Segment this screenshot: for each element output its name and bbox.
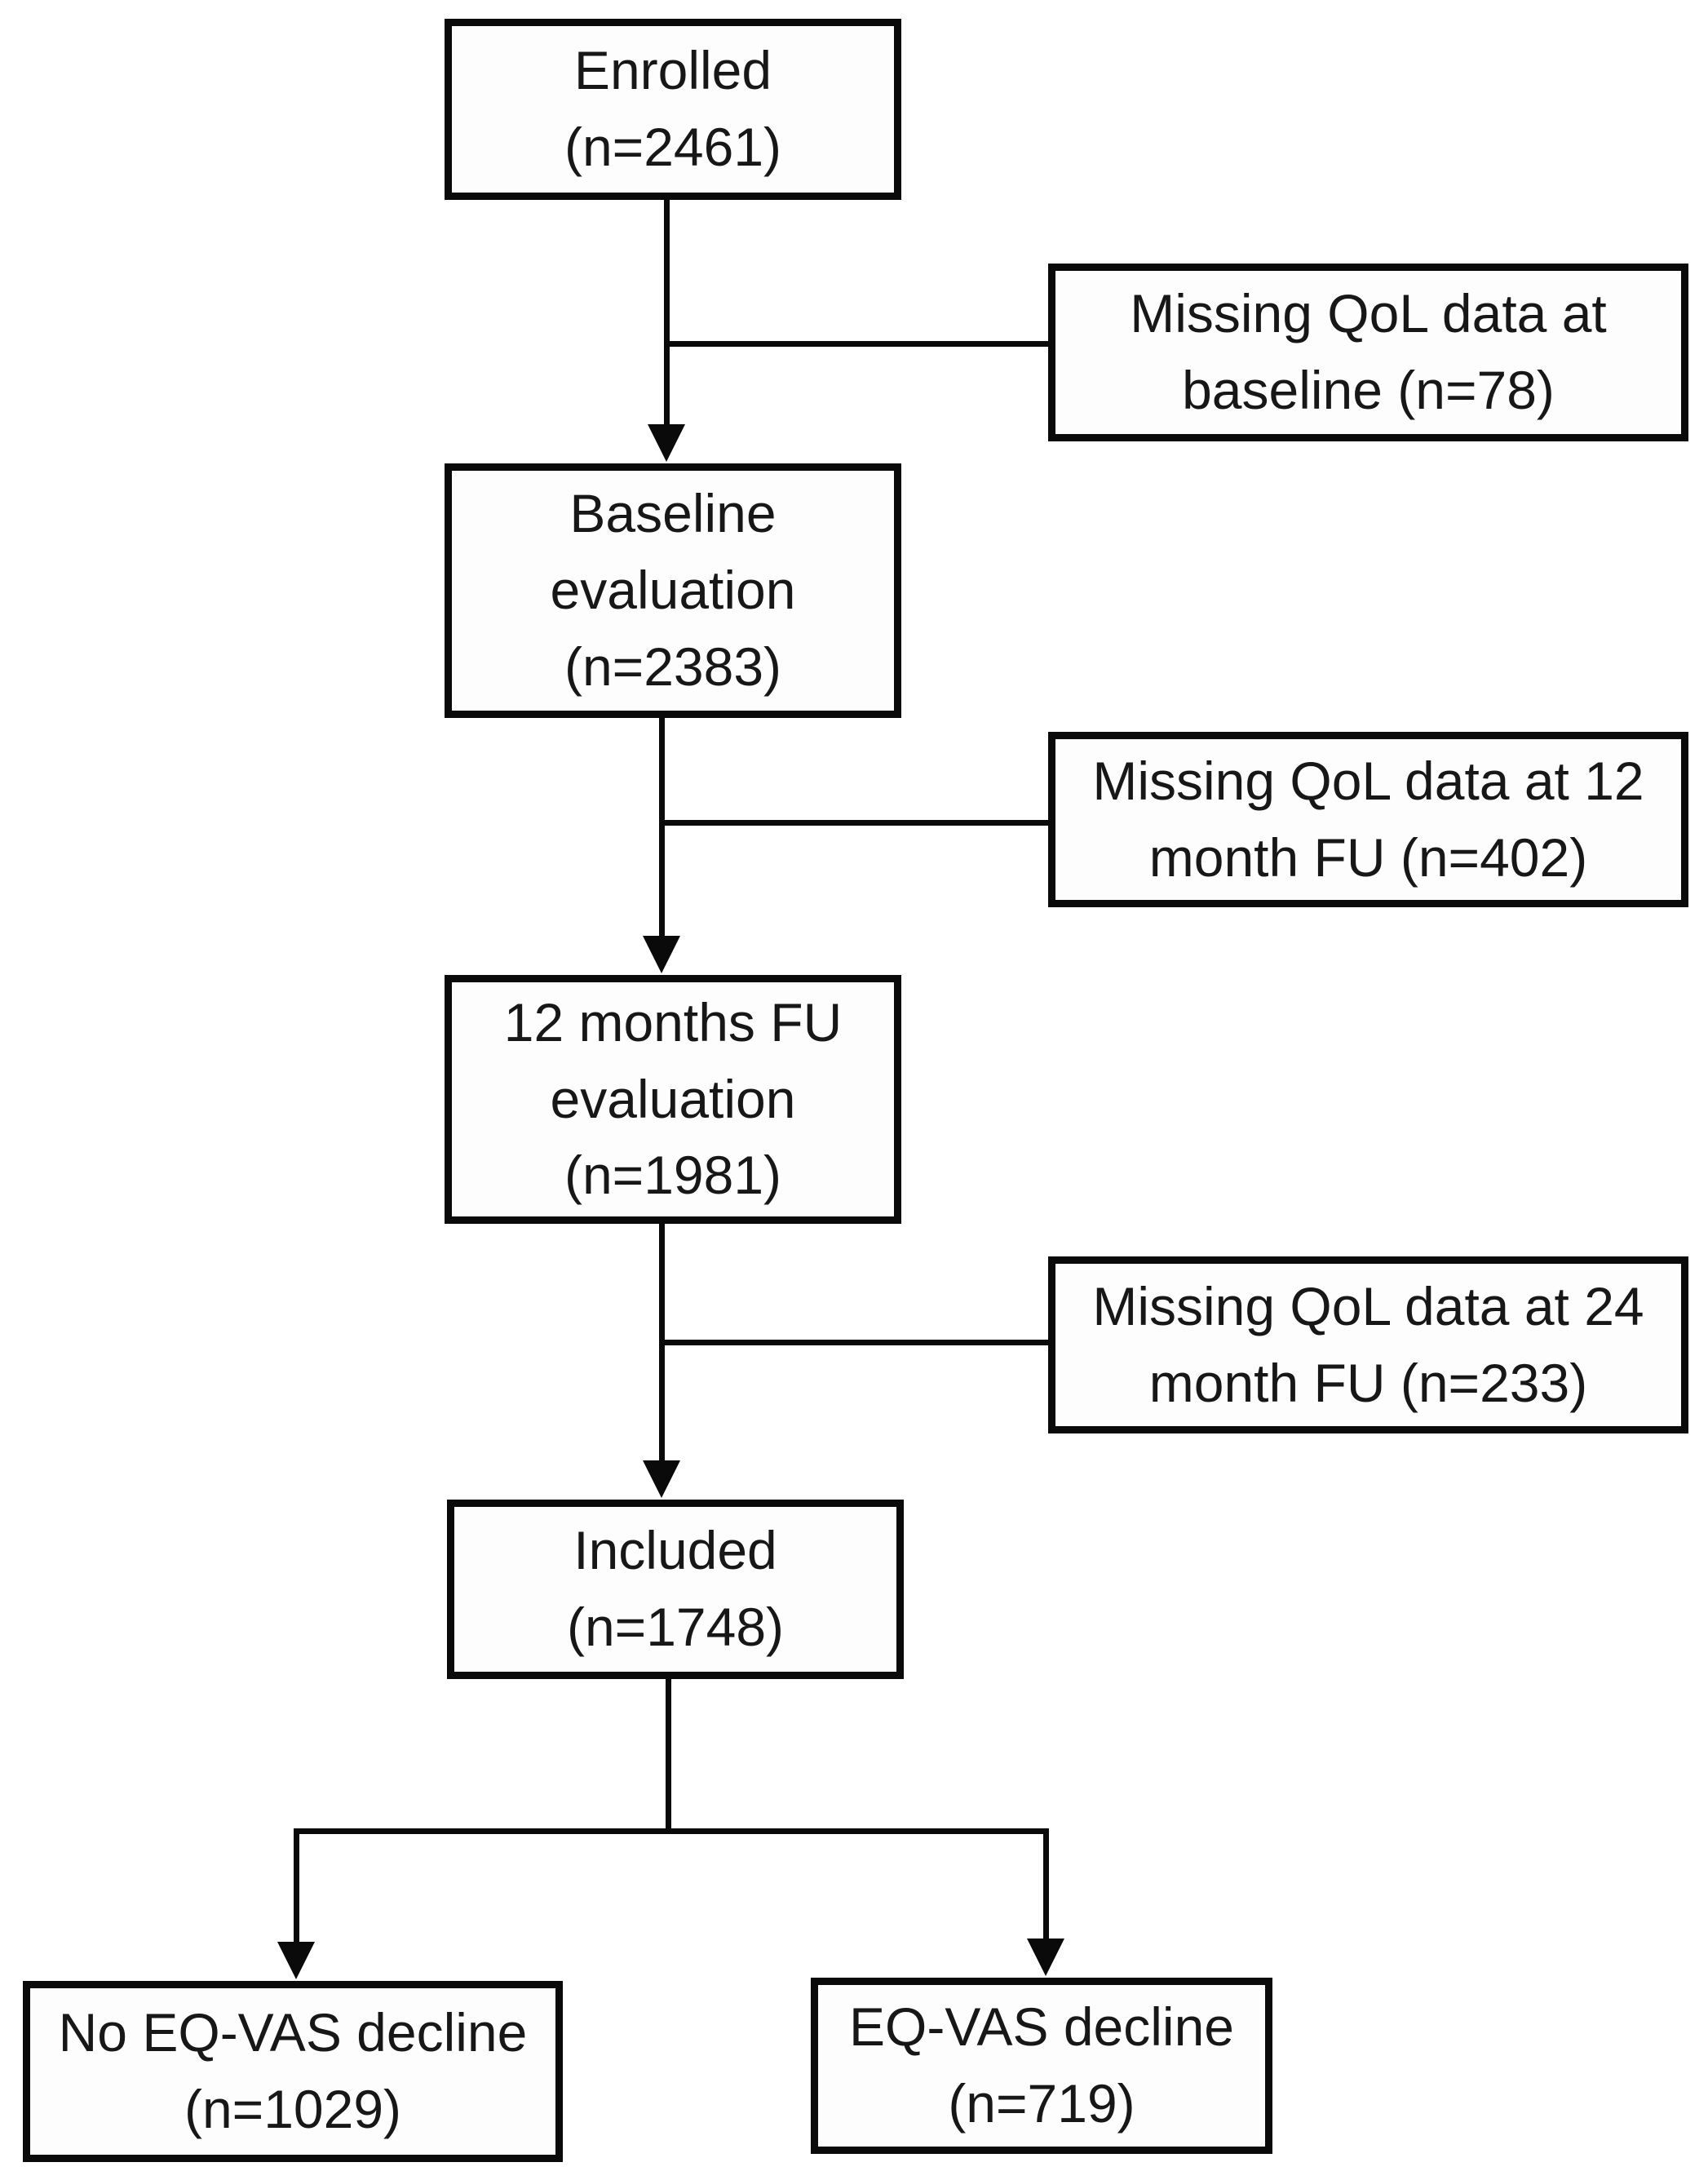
- connector-fu12-to-included: [659, 1222, 665, 1469]
- connector-enrolled-to-baseline: [664, 198, 670, 432]
- connector-branch-missing-24: [662, 1340, 1048, 1345]
- box-text-line: baseline (n=78): [1182, 360, 1555, 420]
- box-text-line: (n=2383): [564, 636, 782, 697]
- box-text-line: EQ-VAS decline: [849, 1996, 1234, 2058]
- box-text-line: (n=1981): [564, 1145, 782, 1206]
- flow-box-included: Included (n=1748): [447, 1500, 904, 1679]
- box-text-line: month FU (n=233): [1148, 1352, 1588, 1413]
- connector-branch-missing-12: [662, 820, 1048, 826]
- box-text-line: Missing QoL data at 24: [1092, 1275, 1644, 1336]
- flow-box-missing-qol-24-month: Missing QoL data at 24 month FU (n=233): [1048, 1256, 1688, 1433]
- flow-box-baseline-evaluation: Baseline evaluation (n=2383): [445, 463, 901, 718]
- box-text-line: evaluation: [550, 560, 796, 621]
- box-text-line: Baseline: [569, 483, 777, 544]
- connector-included-to-split: [666, 1677, 671, 1834]
- flow-box-no-eq-vas-decline: No EQ-VAS decline (n=1029): [23, 1981, 563, 2162]
- arrowhead-down-icon: [277, 1942, 315, 1979]
- box-text-line: (n=1029): [184, 2079, 402, 2139]
- connector-split-to-no-decline: [294, 1828, 299, 1948]
- box-text-line: (n=2461): [564, 117, 782, 177]
- connector-baseline-to-fu12: [659, 716, 665, 942]
- arrowhead-down-icon: [643, 936, 680, 973]
- flow-box-eq-vas-decline: EQ-VAS decline (n=719): [811, 1978, 1272, 2154]
- box-text-line: Missing QoL data at 12: [1092, 750, 1644, 811]
- box-text-line: (n=1748): [566, 1597, 785, 1657]
- arrowhead-down-icon: [1027, 1939, 1064, 1976]
- flow-box-missing-qol-12-month: Missing QoL data at 12 month FU (n=402): [1048, 732, 1688, 907]
- box-text-line: (n=719): [948, 2073, 1135, 2133]
- box-text-line: evaluation: [550, 1068, 796, 1129]
- box-text-line: No EQ-VAS decline: [58, 2002, 528, 2063]
- arrowhead-down-icon: [643, 1460, 680, 1498]
- box-text-line: Included: [573, 1520, 777, 1581]
- box-text-line: Enrolled: [573, 40, 772, 101]
- connector-branch-missing-baseline: [666, 341, 1048, 347]
- box-text-line: month FU (n=402): [1148, 826, 1588, 888]
- connector-split-bar: [294, 1828, 1049, 1834]
- connector-split-to-decline: [1043, 1828, 1049, 1945]
- arrowhead-down-icon: [648, 424, 685, 462]
- flow-box-12-months-fu-evaluation: 12 months FU evaluation (n=1981): [445, 975, 901, 1224]
- flow-box-enrolled: Enrolled (n=2461): [445, 19, 901, 200]
- box-text-line: 12 months FU: [503, 991, 843, 1052]
- box-text-line: Missing QoL data at: [1130, 283, 1607, 344]
- flow-box-missing-qol-baseline: Missing QoL data at baseline (n=78): [1048, 264, 1688, 441]
